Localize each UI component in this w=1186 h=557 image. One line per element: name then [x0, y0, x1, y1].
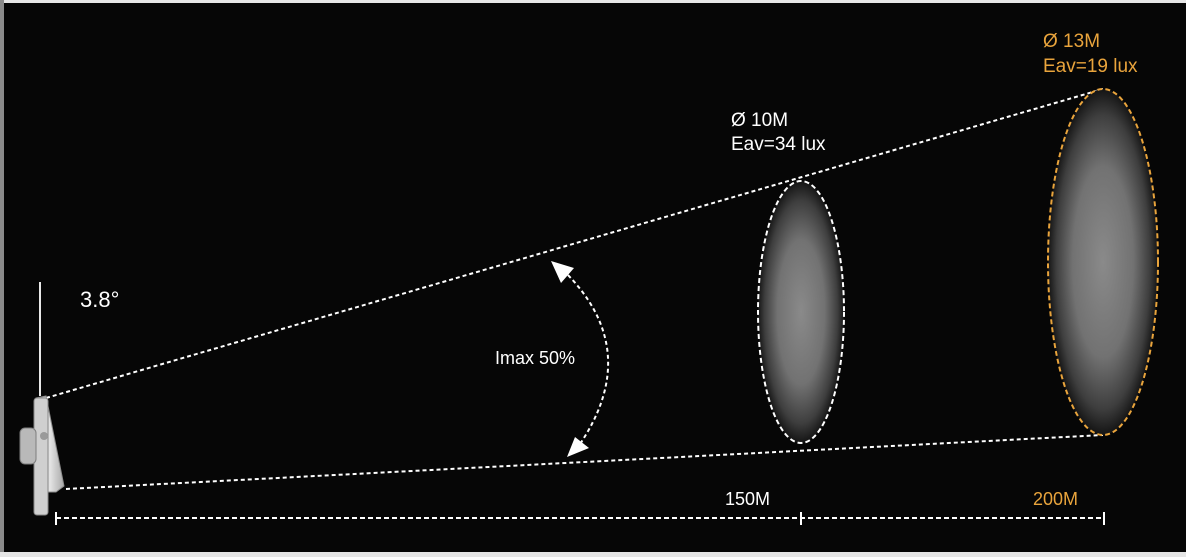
- distance-label-200m: 200M: [1033, 489, 1078, 509]
- frame-left-border: [0, 0, 4, 557]
- beam-lower-edge: [65, 434, 1104, 490]
- arrow-up-icon: [551, 261, 574, 283]
- beam-angle-label: 3.8°: [80, 287, 119, 312]
- spot-150m-illuminance-label: Eav=34 lux: [731, 134, 826, 155]
- frame-top-border: [0, 0, 1186, 3]
- frame-bottom-border: [0, 552, 1186, 557]
- spot-150m-diameter-label: Ø 10M: [731, 110, 788, 131]
- beam-spot-150m: [757, 180, 845, 444]
- arrow-down-icon: [567, 437, 589, 457]
- spot-200m-diameter-label: Ø 13M: [1043, 31, 1100, 52]
- floodlight-fixture-icon: [19, 282, 65, 516]
- spot-200m-illuminance-label: Eav=19 lux: [1043, 56, 1138, 77]
- beam-upper-edge: [45, 88, 1104, 399]
- intensity-label: Imax 50%: [495, 348, 575, 368]
- beam-angle-arc: [562, 269, 610, 448]
- distance-label-150m: 150M: [725, 489, 770, 509]
- beam-spot-200m: [1047, 88, 1159, 436]
